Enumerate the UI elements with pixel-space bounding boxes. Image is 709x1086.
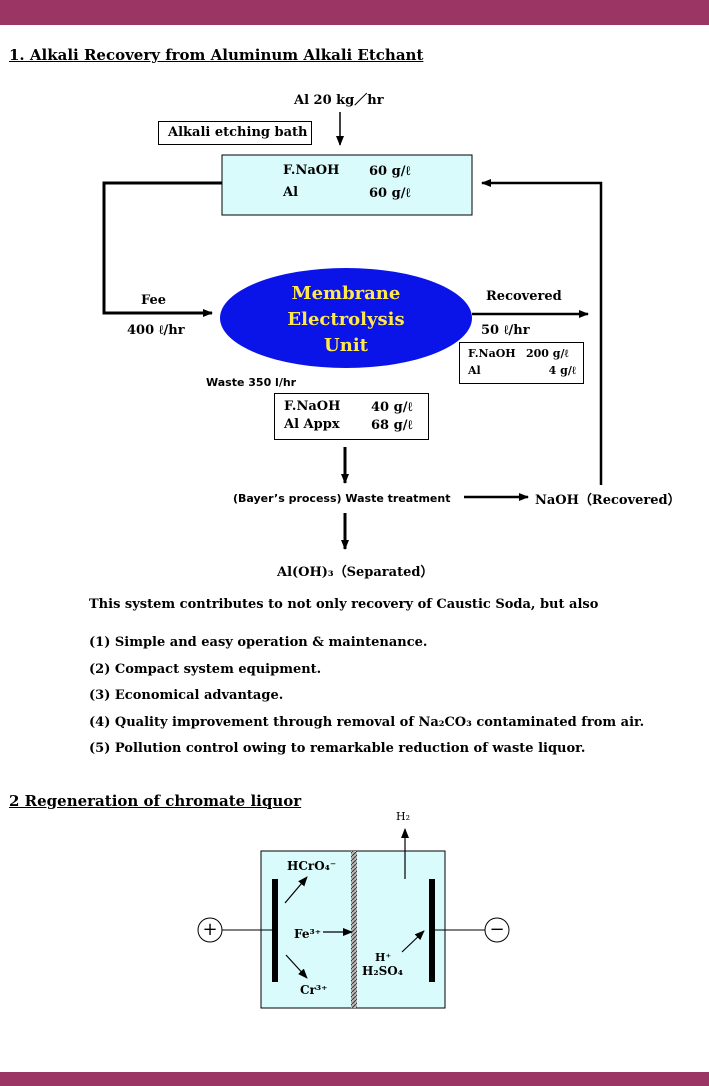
bath-label: Alkali etching bath (168, 125, 308, 140)
waste-naoh-value: 40 g/ℓ (371, 400, 413, 415)
cr3-label: Cr³⁺ (300, 983, 328, 997)
benefit-item: (5) Pollution control owing to remarkabl… (89, 741, 586, 756)
waste-composition-box: F.NaOH 40 g/ℓ Al Appx 68 g/ℓ (274, 393, 429, 440)
plus-sign: + (202, 919, 218, 940)
waste-naoh-name: F.NaOH (284, 399, 341, 414)
naoh-recovered-label: NaOH（Recovered） (535, 493, 681, 508)
section2-title: 2 Regeneration of chromate liquor (9, 792, 302, 810)
waste-label: Waste 350 l/hr (206, 376, 297, 389)
recovered-composition-box: F.NaOH 200 g/ℓ Al 4 g/ℓ (459, 342, 584, 384)
bath-naoh-value: 60 g/ℓ (369, 164, 411, 179)
cr3-arrow (285, 954, 308, 979)
fe3-label: Fe³⁺ (294, 927, 322, 941)
recovered-rate: 50 ℓ/hr (481, 323, 530, 338)
bath-label-box: Alkali etching bath (158, 121, 312, 145)
benefit-item: (1) Simple and easy operation & maintena… (89, 635, 428, 650)
membrane-divider (351, 851, 357, 1008)
benefit-item: (3) Economical advantage. (89, 688, 284, 703)
h-plus-arrow (401, 930, 425, 953)
plus-terminal (197, 917, 223, 943)
recovered-al-name: Al (468, 364, 481, 377)
hcro4-label: HCrO₄⁻ (287, 859, 337, 873)
h2-label: H₂ (396, 810, 411, 823)
unit-line-2: Electrolysis (287, 309, 405, 330)
bath-al-value: 60 g/ℓ (369, 186, 411, 201)
recovered-naoh-value: 200 g/ℓ (526, 347, 569, 360)
minus-sign: − (489, 919, 505, 940)
unit-line-3: Unit (324, 335, 368, 356)
recovered-al-value: 4 g/ℓ (548, 364, 576, 377)
unit-line-1: Membrane (291, 283, 401, 304)
waste-al-value: 68 g/ℓ (371, 418, 413, 433)
bath-naoh-name: F.NaOH (283, 163, 340, 178)
h2so4-label: H₂SO₄ (362, 964, 403, 978)
h-plus-label: H⁺ (375, 951, 392, 964)
minus-terminal (484, 917, 510, 943)
hcro4-arrow (284, 876, 308, 904)
anode-plate (272, 879, 278, 982)
intro-text: This system contributes to not only reco… (89, 597, 599, 612)
waste-al-name: Al Appx (284, 417, 340, 432)
bottom-banner (0, 1072, 709, 1086)
benefit-item: (2) Compact system equipment. (89, 661, 322, 677)
recovered-label: Recovered (486, 289, 562, 304)
fee-rate: 400 ℓ/hr (127, 323, 185, 338)
bath-al-name: Al (283, 185, 299, 200)
al-input-label: Al 20 kg／hr (294, 93, 384, 108)
fee-label: Fee (141, 293, 167, 308)
bath-box (221, 154, 473, 216)
bath-composition: F.NaOH 60 g/ℓ Al 60 g/ℓ (283, 163, 410, 201)
benefits-list: (1) Simple and easy operation & maintena… (89, 635, 644, 768)
top-banner (0, 0, 709, 25)
section1-title: 1. Alkali Recovery from Aluminum Alkali … (9, 46, 424, 64)
cathode-plate (429, 879, 435, 982)
membrane-unit-label: Membrane Electrolysis Unit (220, 281, 472, 359)
benefit-item: (4) Quality improvement through removal … (89, 714, 645, 730)
aloh-separated-label: Al(OH)₃（Separated） (277, 565, 434, 580)
feed-line (102, 181, 222, 317)
waste-treatment-label: (Bayer’s process) Waste treatment (233, 492, 451, 505)
recovered-naoh-name: F.NaOH (468, 347, 516, 360)
membrane-unit-ellipse (220, 268, 472, 368)
return-line (481, 179, 603, 485)
